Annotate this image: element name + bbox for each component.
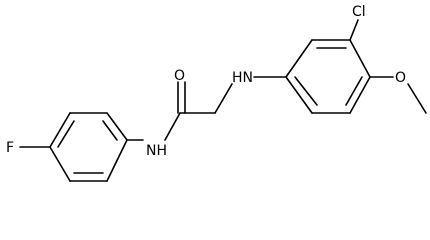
carbonyl-oxygen-label: O [174,68,185,84]
bond [285,39,313,78]
amide-nh-label: NH [146,143,167,159]
fluorine-label: F [6,140,14,156]
chlorine-label: Cl [352,4,366,20]
bond-lines [19,19,427,182]
bond [106,139,128,182]
bond [345,76,363,106]
bond [57,120,75,148]
bond [349,39,371,78]
methoxy-oxygen-label: O [395,70,406,86]
bond [285,76,313,114]
bond [49,146,71,182]
amine-nh-label: HN [232,70,253,86]
bond [349,19,359,41]
bond [294,76,318,106]
bond [49,112,71,148]
molecule-drawing: Cl O HN O NH F [6,4,427,182]
bond [407,83,427,114]
bond [214,83,233,114]
bond [349,76,371,114]
bond [106,112,128,141]
bond [102,120,118,141]
bond [164,112,181,141]
structure-diagram: Cl O HN O NH F [6,4,427,182]
